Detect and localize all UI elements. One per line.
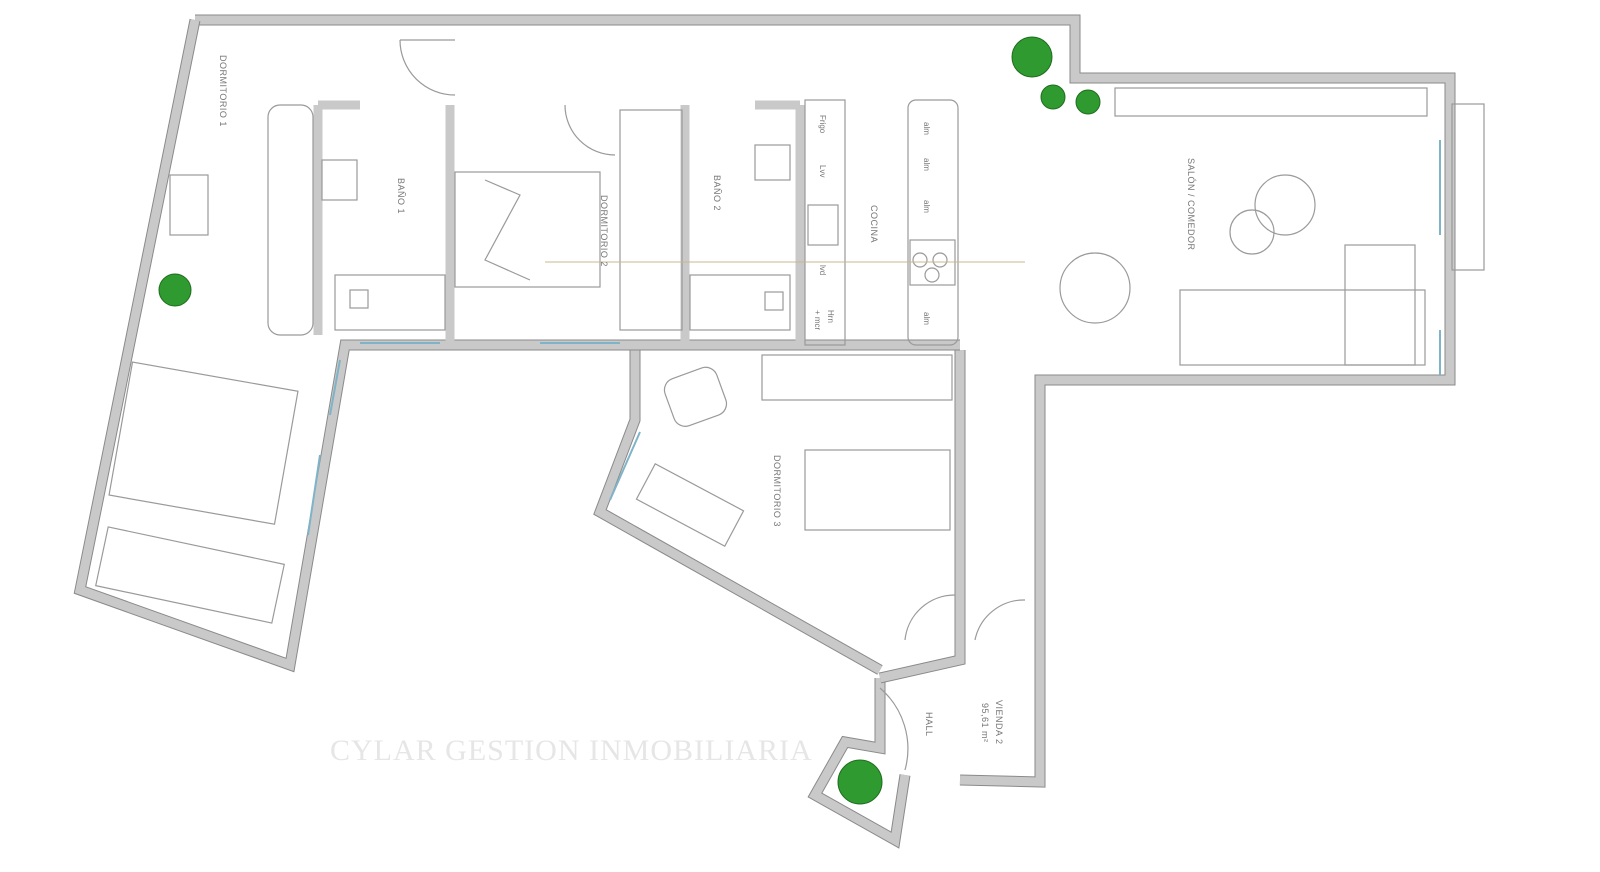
label-salon-comedor: SALÓN / COMEDOR [1186, 158, 1196, 251]
label-fridge: Frigo [818, 115, 827, 134]
label-dormitorio-2: DORMITORIO 2 [599, 195, 609, 267]
watermark: CYLAR GESTION INMOBILIARIA [330, 261, 1025, 767]
label-unit-area: 95,61 m² [980, 703, 990, 743]
plant-icon [837, 759, 883, 805]
label-oven: Hrn [826, 310, 835, 323]
label-storage: alm [922, 312, 931, 325]
doors [399, 39, 1026, 771]
label-dormitorio-1: DORMITORIO 1 [218, 55, 228, 127]
kitchen-labels: Frigo Lvv lvd Hrn + mcr alm alm alm alm [813, 115, 931, 331]
label-cocina: COCINA [869, 205, 879, 243]
plant-icon [158, 273, 192, 307]
plant-icon [1075, 89, 1101, 115]
label-microwave: + mcr [813, 310, 822, 331]
label-dishwasher: Lvv [818, 165, 827, 177]
label-bano-1: BAÑO 1 [396, 178, 406, 214]
plant-icon [1040, 84, 1066, 110]
label-unit-name: VIENDA 2 [994, 700, 1004, 745]
plant-icon [1011, 36, 1053, 78]
furniture [95, 87, 1428, 624]
walls [73, 14, 1485, 849]
plants [158, 36, 1101, 805]
label-bano-2: BAÑO 2 [712, 175, 722, 211]
label-hall: HALL [924, 712, 934, 737]
label-dormitorio-3: DORMITORIO 3 [772, 455, 782, 527]
room-labels: DORMITORIO 1 BAÑO 1 DORMITORIO 2 BAÑO 2 … [218, 55, 1196, 745]
watermark-text: CYLAR GESTION INMOBILIARIA [330, 734, 813, 767]
label-storage: alm [922, 200, 931, 213]
label-storage: alm [922, 158, 931, 171]
label-washer: lvd [818, 265, 827, 275]
label-storage: alm [922, 122, 931, 135]
